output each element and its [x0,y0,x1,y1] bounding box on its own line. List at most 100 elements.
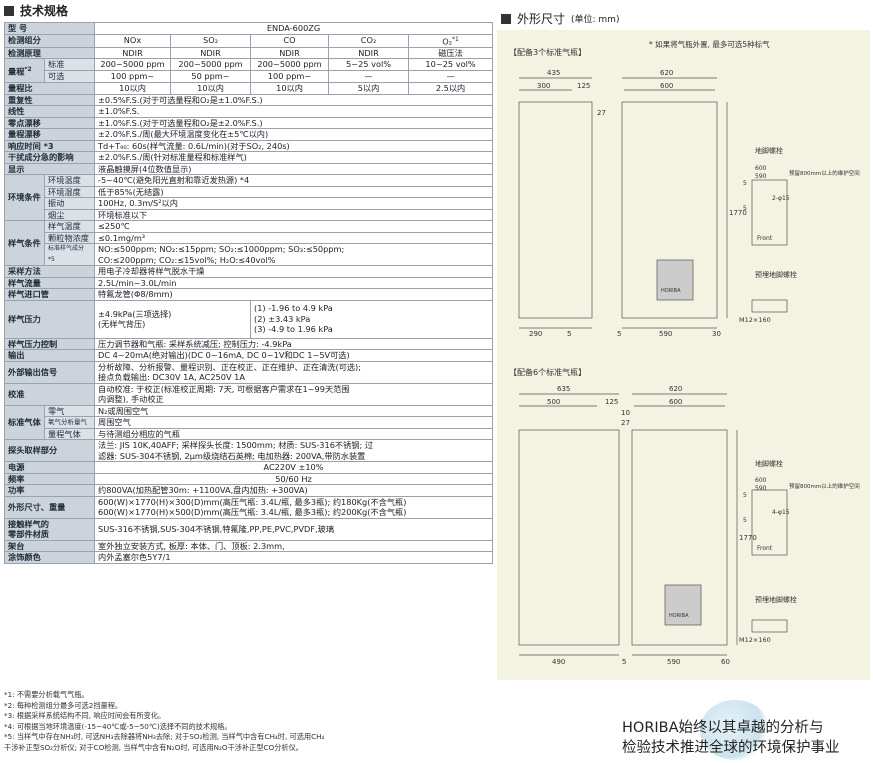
spec-value: 10以内 [170,82,252,95]
spec-value: O₂*1 [408,33,494,48]
spec-label: 电源 [3,461,96,474]
spec-value: 磁压法 [408,46,494,60]
dim-label: 27 [597,109,606,117]
spec-value: 特氟龙管(Φ8/8mm) [94,288,494,301]
spec-value: SO₂ [170,33,252,48]
spec-value: ±0.5%F.S.(对于可选量程和O₂是±1.0%F.S.) [94,93,494,107]
square-bullet-icon [501,13,511,24]
dim-label: 300 [537,82,550,90]
dim-label: 590 [755,485,767,492]
spec-value: DC 4~20mA(绝对输出)(DC 0~16mA, DC 0~1V和DC 1~… [94,349,494,362]
spec-value: 低于85%(无结露) [94,185,494,199]
footnote: *5: 当样气中存在NH₃时, 可选NH₃去除器将NH₃去除; 对于SO₂检测,… [4,732,325,741]
spec-value: 100Hz, 0.3m/S²以内 [94,197,494,210]
spec-value: 2.5L/min~3.0L/min [94,276,494,290]
spec-label: 量程*2 [4,58,45,84]
footnote: 干涉补正型SO₂分析仪; 对于CO检测, 当样气中含有N₂O时, 可选用N₂O干… [4,742,303,752]
spec-value: — [408,70,494,84]
spec-value: ±1.0%F.S.(对于可选量程和O₂是±2.0%F.S.) [94,116,494,130]
spec-value: 环境标准以下 [94,208,494,222]
dim-label: 60 [721,658,730,666]
dim-label: 620 [660,69,673,77]
spec-value: 周围空气 [94,416,494,429]
dim-label: 5 [622,658,626,666]
dimension-section-title: 外形尺寸 (单位: mm) [501,10,619,27]
spec-label: 型 号 [3,22,96,35]
footnote: *2: 每种检测组分最多可选2挡量程。 [4,700,123,710]
spec-value: AC220V ±10% [94,461,494,474]
drawing-title: 【配备3个标准气瓶】 [509,47,586,57]
maintenance-note: 预留800mm以上的维护空间 [789,169,860,177]
spec-label: 重复性 [3,93,96,107]
anchor-label: 地脚螺栓 [755,146,783,155]
brand-label: HORIBA [661,288,681,294]
spec-label: 零点漂移 [3,116,96,130]
spec-value: 100 ppm~ [94,70,172,84]
spec-label: 校准 [3,382,96,406]
spec-value: 200~5000 ppm [94,58,172,72]
spec-sublabel: 零气 [43,404,96,418]
spec-value: CO₂ [328,33,410,48]
bolt-label: M12×160 [739,316,771,324]
dim-label: 590 [755,173,767,180]
spec-label: 接触样气的 零部件材质 [3,517,96,541]
spec-label: 检测原理 [3,46,96,60]
anchor-label: 地脚螺栓 [755,459,783,468]
dim-label: 5 [743,517,747,524]
dim-label: 30 [712,330,721,338]
spec-value: 50/60 Hz [94,472,494,486]
spec-label: 量程比 [3,82,96,95]
footnotes: *1: 不需要分析载气气瓶。 *2: 每种检测组分最多可选2挡量程。 *3: 根… [4,690,494,753]
spec-value: NOx [94,33,172,48]
dim-label: 5 [743,205,747,212]
spec-label: 响应时间 *3 [3,139,96,153]
spec-label: 外形尺寸、重量 [3,495,96,519]
dim-label: 5 [617,330,621,338]
spec-value: 5以内 [328,82,410,95]
drawing-background [497,30,870,680]
spec-value: 2.5以内 [408,82,494,95]
spec-value: 5~25 vol% [328,58,410,72]
spec-sublabel: 标准样气成分 *5 [43,243,96,267]
spec-sublabel: 氧气分析量气 [43,416,96,429]
spec-sublabel: 环境温度 [43,174,96,187]
spec-label: 显示 [3,162,96,176]
front-label: Front [757,545,773,552]
dim-label: 590 [667,658,680,666]
spec-label: 外部输出信号 [3,360,96,384]
spec-label: 探头取样部分 [3,439,96,463]
spec-value: N₂或周围空气 [94,404,494,418]
dim-label: 1770 [729,209,747,217]
dim-label: 635 [557,385,570,393]
spec-value: ENDA-600ZG [94,22,494,35]
spec-sublabel: 可选 [43,70,96,84]
spec-value: 50 ppm~ [170,70,252,84]
spec-value: 10~25 vol% [408,58,494,72]
spec-value: NO:≤500ppm; NO₂:≤15ppm; SO₂:≤1000ppm; SO… [94,243,494,267]
spec-value: 200~5000 ppm [170,58,252,72]
side-cabinet [518,101,593,319]
spec-label: 样气条件 [4,220,45,267]
spec-label: 干扰成分急的影响 [3,151,96,164]
dim-label: 5 [743,492,747,499]
dim-label: 5 [567,330,571,338]
spec-value: 100 ppm~ [250,70,330,84]
spec-label: 环境条件 [4,174,45,222]
dim-label: 620 [669,385,682,393]
dim-label: 125 [605,398,618,406]
spec-label: 线性 [3,105,96,118]
spec-sublabel: 振动 [43,197,96,210]
spec-label: 样气压力控制 [3,337,96,351]
spec-value: 10以内 [250,82,330,95]
spec-value: NDIR [328,46,410,60]
spec-value: NDIR [250,46,330,60]
spec-value: 600(W)×1770(H)×300(D)mm(高压气瓶: 3.4L/瓶, 最多… [94,495,494,519]
dim-label: 500 [547,398,560,406]
spec-label: 检测组分 [3,33,96,48]
spec-label: 量程漂移 [3,128,96,141]
dim-label: 435 [547,69,560,77]
dim-label: 10 [621,409,630,417]
preset-label: 预埋地脚螺栓 [755,595,797,604]
spec-sublabel: 颗粒物浓度 [43,231,96,245]
spec-label: 样气进口管 [3,288,96,301]
